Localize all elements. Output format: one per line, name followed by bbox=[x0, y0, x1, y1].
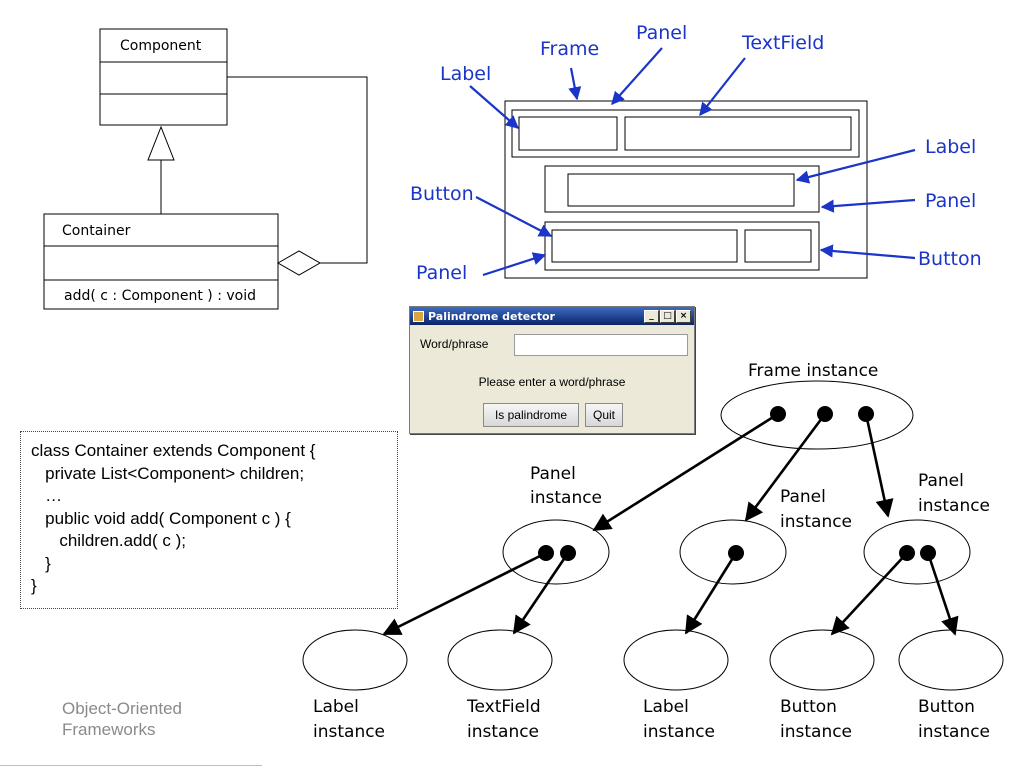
palindrome-dialog: Palindrome detector _ □ × Word/phrase Pl… bbox=[409, 306, 695, 434]
frame-instance-node bbox=[720, 380, 914, 450]
uml-diagram: Component Container add( c : Component )… bbox=[43, 28, 368, 310]
label1-label-l1: Label bbox=[313, 697, 359, 717]
code-snippet: class Container extends Component { priv… bbox=[20, 431, 398, 609]
container-class-name: Container bbox=[62, 223, 131, 239]
status-message: Please enter a word/phrase bbox=[478, 375, 626, 389]
label-instance-node-1 bbox=[302, 629, 408, 691]
button1-label-l1: Button bbox=[780, 697, 837, 717]
panel1-label-l2: instance bbox=[530, 488, 602, 508]
code-line: … bbox=[31, 486, 63, 505]
inheritance-triangle bbox=[147, 125, 175, 161]
panel2-label-l2: instance bbox=[780, 512, 852, 532]
aggregation-diamond bbox=[276, 250, 322, 276]
word-phrase-label: Word/phrase bbox=[420, 337, 489, 351]
footer-divider bbox=[0, 765, 262, 766]
label-button-right: Button bbox=[918, 248, 982, 270]
panel-instance-node-1 bbox=[502, 519, 610, 585]
frame-layout-sketch bbox=[504, 100, 868, 279]
component-class: Component bbox=[99, 28, 228, 126]
button2-label-l2: instance bbox=[918, 722, 990, 742]
label-label-left: Label bbox=[440, 63, 491, 85]
label1-label-l2: instance bbox=[313, 722, 385, 742]
button-instance-node-1 bbox=[769, 629, 875, 691]
panel-instance-node-3 bbox=[863, 519, 971, 585]
label-frame: Frame bbox=[540, 38, 599, 60]
quit-button[interactable]: Quit bbox=[585, 403, 623, 427]
panel1-label-l1: Panel bbox=[530, 464, 576, 484]
java-app-icon bbox=[413, 310, 424, 322]
close-button[interactable]: × bbox=[676, 309, 691, 323]
label-panel-right: Panel bbox=[925, 190, 976, 212]
word-phrase-input[interactable] bbox=[514, 334, 688, 356]
textfield-instance-node bbox=[447, 629, 553, 691]
code-line: private List<Component> children; bbox=[31, 463, 305, 483]
frame-instance-label: Frame instance bbox=[748, 361, 878, 381]
panel3-label-l2: instance bbox=[918, 496, 990, 516]
button1-label-l2: instance bbox=[780, 722, 852, 742]
maximize-button[interactable]: □ bbox=[660, 309, 675, 323]
panel3-label-l1: Panel bbox=[918, 471, 964, 491]
annotation-arrows bbox=[469, 47, 916, 277]
slide-footer: Object-Oriented Frameworks bbox=[62, 698, 182, 740]
label-panel-top: Panel bbox=[636, 22, 687, 44]
label-instance-node-2 bbox=[623, 629, 729, 691]
textfield-label-l2: instance bbox=[467, 722, 539, 742]
footer-line-2: Frameworks bbox=[62, 720, 156, 739]
window-controls: _ □ × bbox=[644, 309, 694, 323]
button2-label-l1: Button bbox=[918, 697, 975, 717]
code-line: class Container extends Component { bbox=[31, 441, 316, 460]
component-class-name: Component bbox=[120, 38, 202, 54]
label-label-right: Label bbox=[925, 136, 976, 158]
code-line: public void add( Component c ) { bbox=[31, 508, 291, 528]
code-line: children.add( c ); bbox=[31, 531, 186, 550]
add-method-text: add( c : Component ) : void bbox=[64, 288, 256, 304]
footer-line-1: Object-Oriented bbox=[62, 699, 182, 718]
annotation-labels: Frame Panel TextField Label Label Panel … bbox=[410, 22, 982, 284]
dialog-titlebar[interactable]: Palindrome detector _ □ × bbox=[410, 307, 694, 325]
code-line: } bbox=[31, 576, 37, 595]
label-panel-left: Panel bbox=[416, 262, 467, 284]
instance-tree: Frame instance Panel instance Panel inst… bbox=[302, 361, 1004, 742]
textfield-label-l1: TextField bbox=[466, 697, 541, 717]
is-palindrome-button[interactable]: Is palindrome bbox=[483, 403, 579, 427]
container-class: Container add( c : Component ) : void bbox=[43, 213, 279, 310]
panel2-label-l1: Panel bbox=[780, 487, 826, 507]
minimize-button[interactable]: _ bbox=[644, 309, 659, 323]
label2-label-l2: instance bbox=[643, 722, 715, 742]
label-button-left: Button bbox=[410, 183, 474, 205]
label-textfield: TextField bbox=[741, 32, 824, 54]
label2-label-l1: Label bbox=[643, 697, 689, 717]
aggregation-line bbox=[227, 76, 368, 264]
code-line: } bbox=[31, 553, 51, 573]
button-instance-node-2 bbox=[898, 629, 1004, 691]
dialog-title: Palindrome detector bbox=[428, 309, 555, 323]
